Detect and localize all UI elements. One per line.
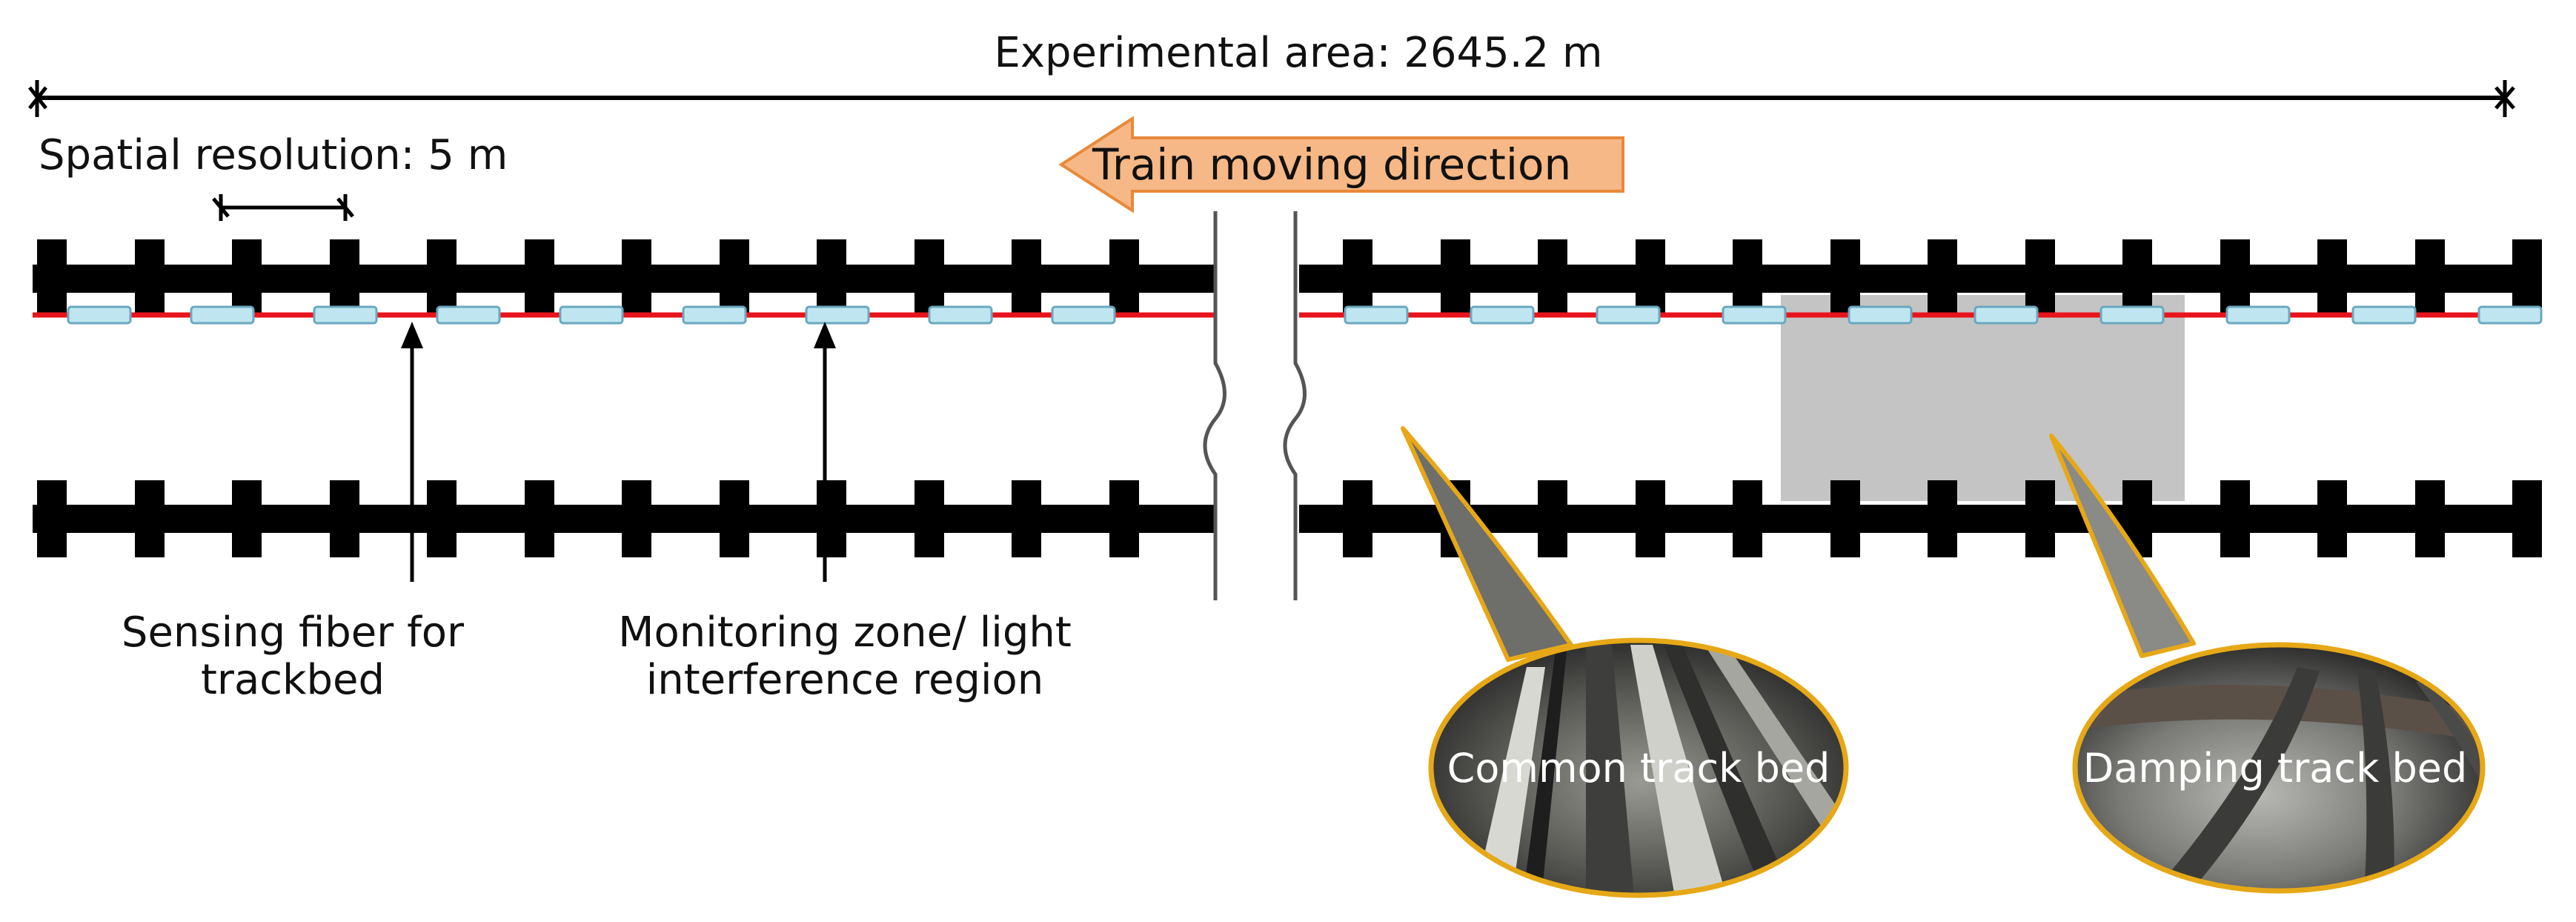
sleeper xyxy=(1109,239,1139,316)
damping-zone xyxy=(1781,295,2185,501)
sleeper xyxy=(720,239,749,316)
sleeper xyxy=(330,480,359,557)
sleeper xyxy=(720,480,749,557)
fbg-sensor-markers xyxy=(67,305,2543,325)
sleeper xyxy=(1343,480,1372,557)
fbg-marker xyxy=(928,305,993,325)
fbg-marker xyxy=(190,305,255,325)
sleeper xyxy=(2025,480,2055,557)
wavy-break-icon xyxy=(1203,211,1307,600)
sleeper xyxy=(1343,239,1372,316)
sleeper xyxy=(817,480,846,557)
common-track-bed-callout: Common track bed xyxy=(1401,426,1849,898)
sleeper xyxy=(37,239,67,316)
sleeper xyxy=(622,239,651,316)
sleeper xyxy=(330,239,359,316)
fbg-marker xyxy=(1848,305,1913,325)
sleeper xyxy=(135,239,165,316)
fbg-marker xyxy=(1974,305,2039,325)
sleeper xyxy=(1928,239,1957,316)
sleeper xyxy=(525,480,554,557)
sleeper xyxy=(232,480,262,557)
fbg-marker xyxy=(2225,305,2291,325)
sleeper xyxy=(1012,239,1041,316)
sleeper xyxy=(914,480,944,557)
sleeper xyxy=(2512,480,2542,557)
train-direction-label: Train moving direction xyxy=(1092,139,1571,190)
sleeper xyxy=(135,480,165,557)
sleeper xyxy=(2220,239,2250,316)
sleeper xyxy=(2317,239,2347,316)
fbg-marker xyxy=(1470,305,1535,325)
sleeper xyxy=(2415,239,2445,316)
sleeper xyxy=(1928,480,1957,557)
fbg-marker xyxy=(805,305,870,325)
sleeper xyxy=(1830,239,1860,316)
spatial-resolution-dimension xyxy=(212,194,354,221)
fbg-marker xyxy=(1596,305,1661,325)
sleeper xyxy=(1109,480,1139,557)
monitoring-zone-label-line2: interference region xyxy=(646,656,1044,704)
sleeper xyxy=(2025,239,2055,316)
sleeper xyxy=(2122,239,2152,316)
sleeper xyxy=(1636,239,1665,316)
sleeper xyxy=(232,239,262,316)
left-arrow-icon xyxy=(1058,116,1624,213)
fbg-marker xyxy=(1051,305,1116,325)
fbg-marker xyxy=(682,305,747,325)
fbg-marker xyxy=(2099,305,2165,325)
monitoring-zone-label-line1: Monitoring zone/ light xyxy=(618,608,1072,657)
sleeper xyxy=(427,480,457,557)
sleeper xyxy=(817,239,846,316)
fbg-marker xyxy=(313,305,378,325)
sleeper xyxy=(2512,239,2542,316)
fbg-marker xyxy=(2477,305,2543,325)
sleeper xyxy=(2317,480,2347,557)
sleeper xyxy=(1538,239,1567,316)
monitoring-zone-pointer xyxy=(814,322,836,582)
sleeper xyxy=(1636,480,1665,557)
sleeper xyxy=(2415,480,2445,557)
sleeper xyxy=(37,480,67,557)
common-track-bed-label: Common track bed xyxy=(1447,745,1830,792)
sleeper xyxy=(914,239,944,316)
fbg-marker xyxy=(436,305,501,325)
upper-sleepers xyxy=(37,239,2542,316)
sleeper xyxy=(1733,239,1762,316)
experimental-area-label: Experimental area: 2645.2 m xyxy=(994,29,1602,77)
sensing-fiber-label-line2: trackbed xyxy=(201,656,385,704)
fbg-marker xyxy=(1344,305,1409,325)
sleeper xyxy=(1441,239,1470,316)
fbg-marker xyxy=(1722,305,1787,325)
fbg-marker xyxy=(67,305,132,325)
sleeper xyxy=(1012,480,1041,557)
sleeper xyxy=(1538,480,1567,557)
sleeper xyxy=(1733,480,1762,557)
fbg-marker xyxy=(559,305,624,325)
damping-track-bed-label: Damping track bed xyxy=(2083,745,2468,792)
experimental-area-dimension xyxy=(28,80,2515,117)
sensing-fiber-label-line1: Sensing fiber for xyxy=(122,608,465,657)
sensing-fiber-pointer xyxy=(401,322,423,582)
fbg-marker xyxy=(2351,305,2417,325)
sleeper xyxy=(622,480,651,557)
spatial-resolution-label: Spatial resolution: 5 m xyxy=(39,131,508,179)
sleeper xyxy=(525,239,554,316)
sleeper xyxy=(2220,480,2250,557)
lower-sleepers xyxy=(37,480,2542,557)
sleeper xyxy=(427,239,457,316)
sleeper xyxy=(1830,480,1860,557)
train-direction-arrow: Train moving direction xyxy=(1058,116,1624,213)
damping-track-bed-callout: Damping track bed xyxy=(2049,434,2486,894)
